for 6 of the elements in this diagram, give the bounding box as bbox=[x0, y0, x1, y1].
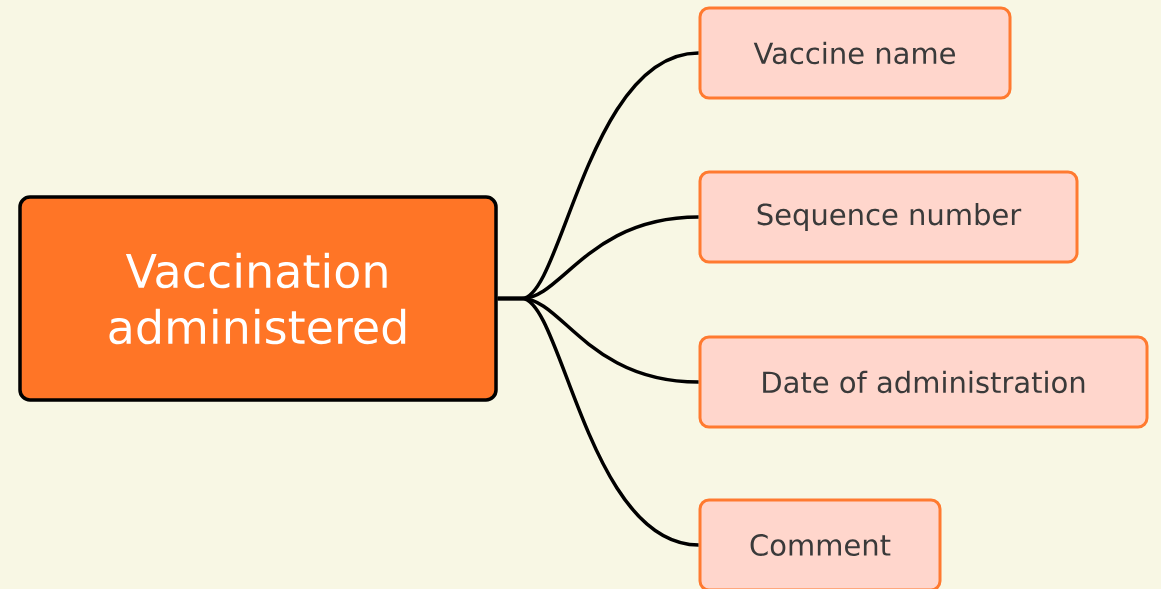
subtopic-box: Vaccine name bbox=[698, 6, 1012, 100]
subtopic-box: Sequence number bbox=[698, 170, 1079, 264]
connector-line bbox=[497, 296, 699, 547]
subtopic-box: Date of administration bbox=[698, 335, 1149, 429]
topic-box: Vaccination administered bbox=[18, 195, 498, 402]
subtopic-box: Comment bbox=[698, 498, 942, 589]
